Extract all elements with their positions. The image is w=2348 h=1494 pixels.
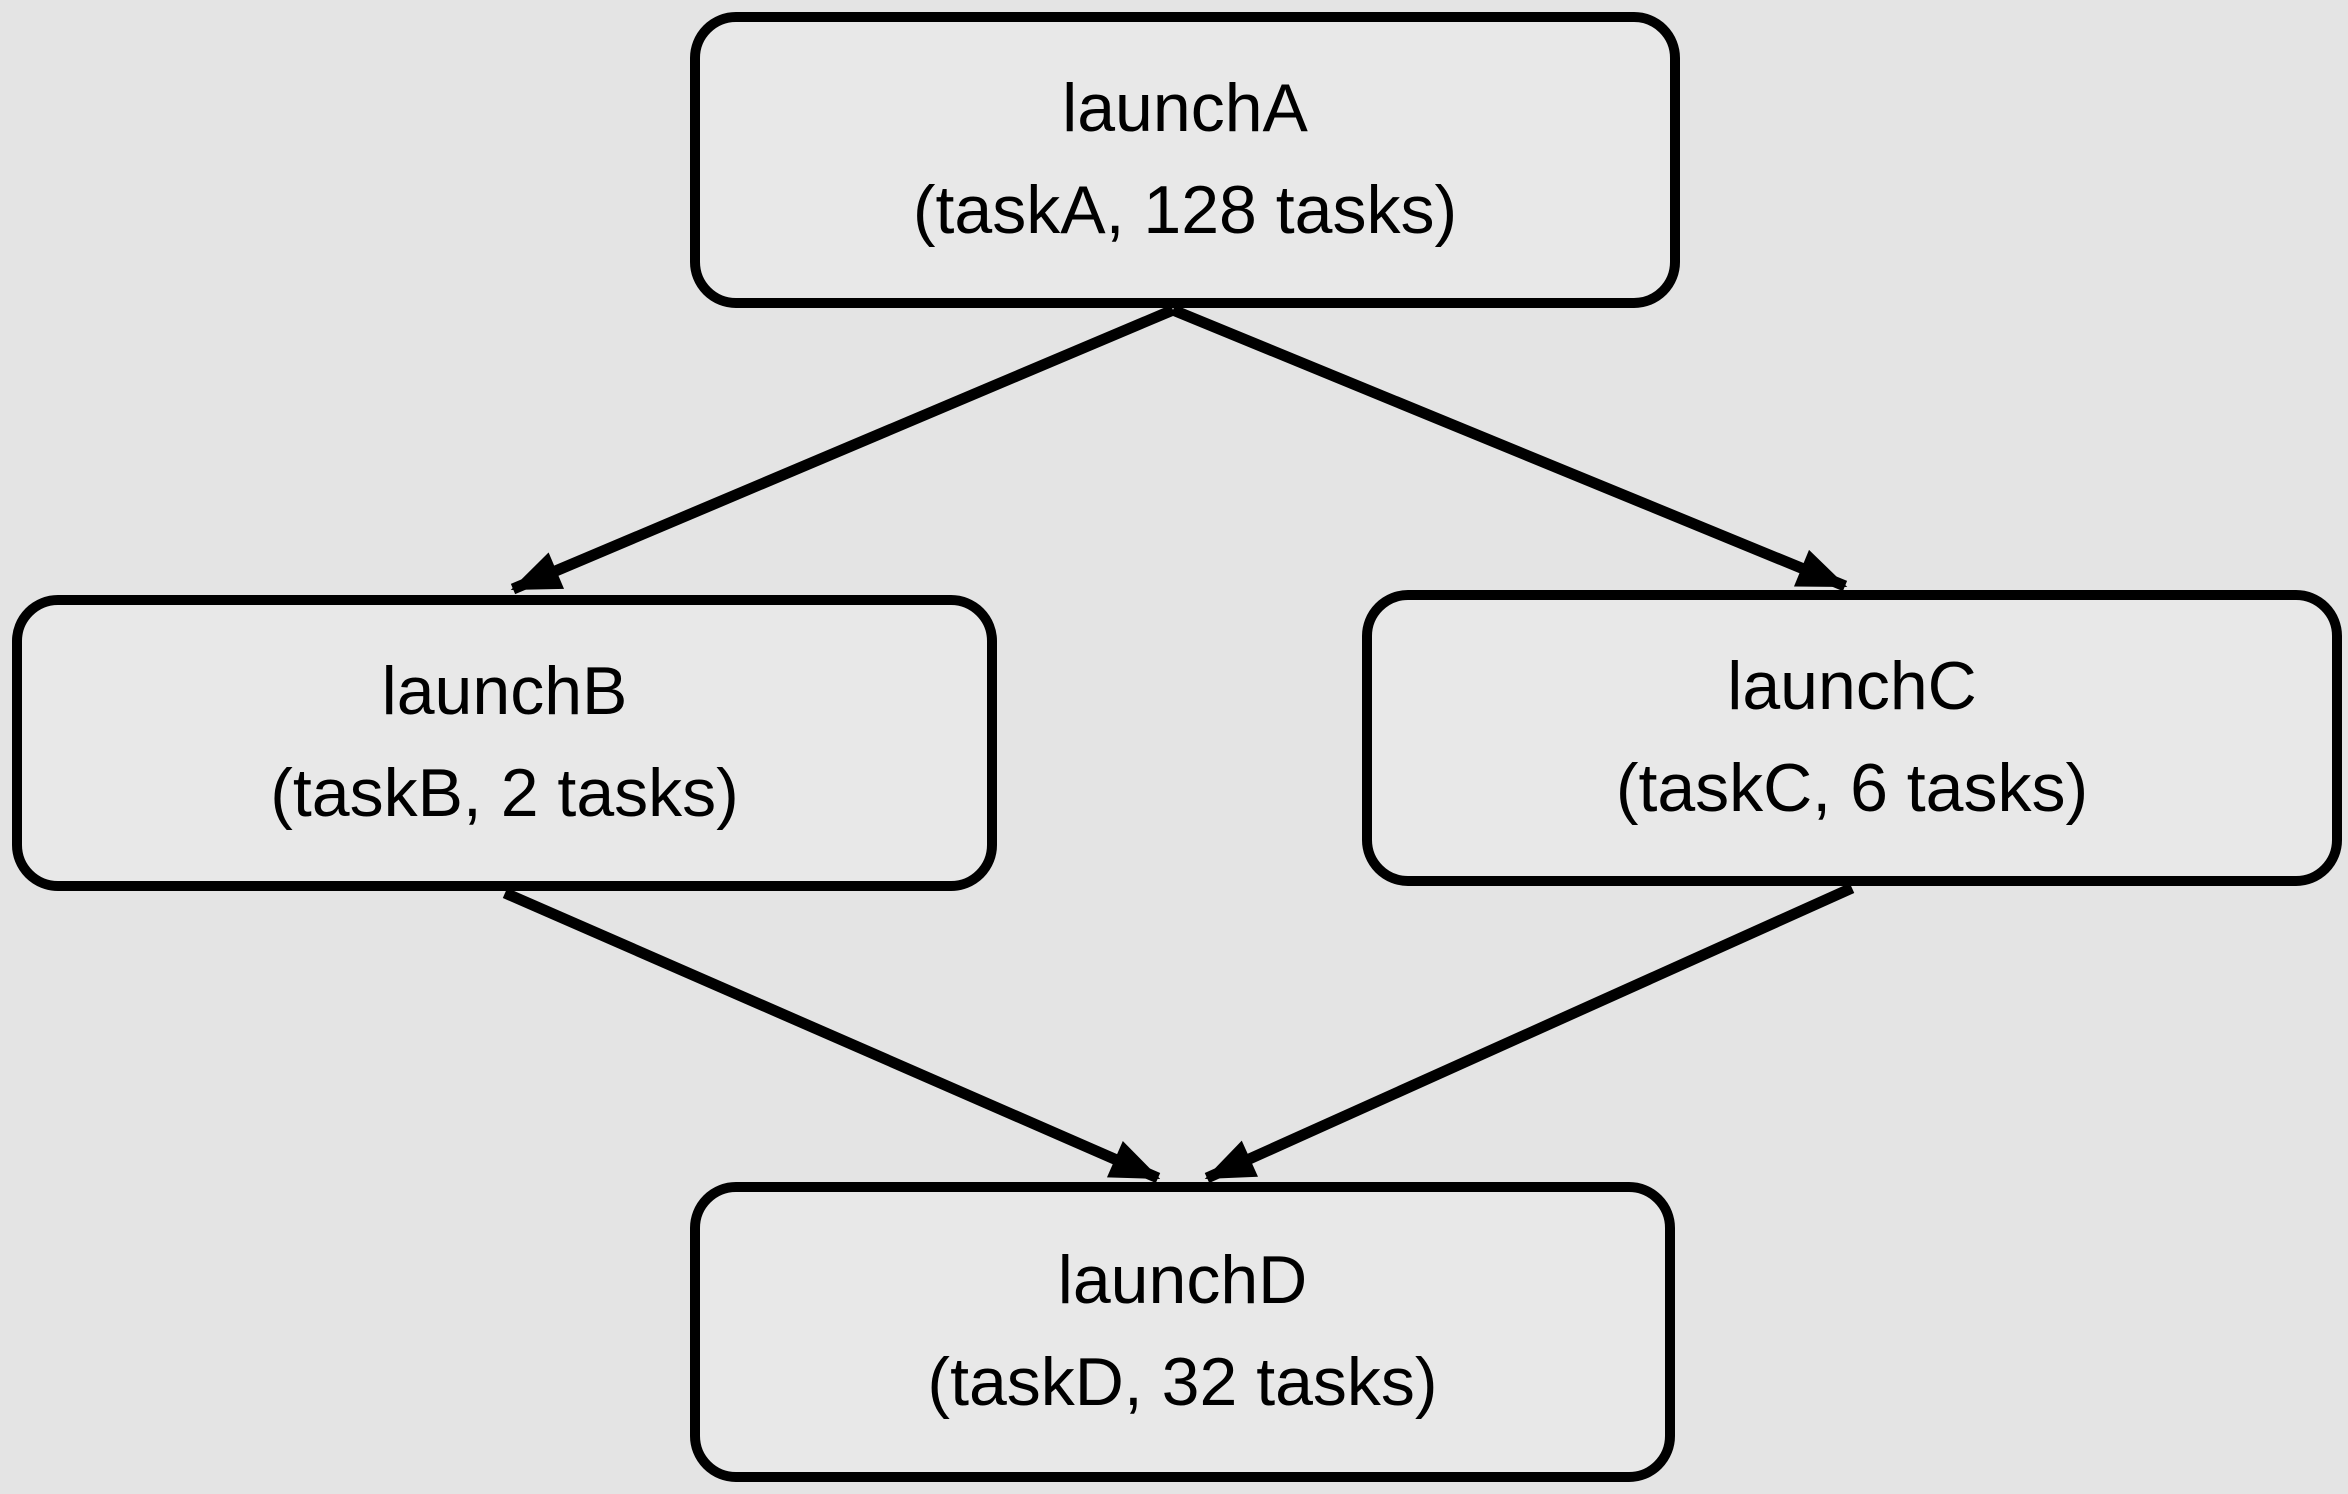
edge-launchA-launchC [1170,304,1848,592]
edge-launchA-launchB [510,304,1176,595]
node-title: launchC [1727,648,1977,725]
node-launchB: launchB (taskB, 2 tasks) [12,595,997,891]
node-title: launchB [381,653,628,730]
node-subtitle: (taskB, 2 tasks) [270,755,739,831]
node-launchA: launchA (taskA, 128 tasks) [690,12,1680,308]
node-subtitle: (taskC, 6 tasks) [1615,750,2089,826]
node-title: launchD [1057,1242,1308,1319]
node-subtitle: (taskD, 32 tasks) [927,1344,1438,1420]
node-subtitle: (taskA, 128 tasks) [912,172,1458,248]
edge-launchC-launchD [1204,882,1855,1184]
edge-launchB-launchD [502,887,1161,1184]
node-launchC: launchC (taskC, 6 tasks) [1362,590,2342,886]
node-title: launchA [1062,70,1308,147]
node-launchD: launchD (taskD, 32 tasks) [690,1182,1675,1482]
